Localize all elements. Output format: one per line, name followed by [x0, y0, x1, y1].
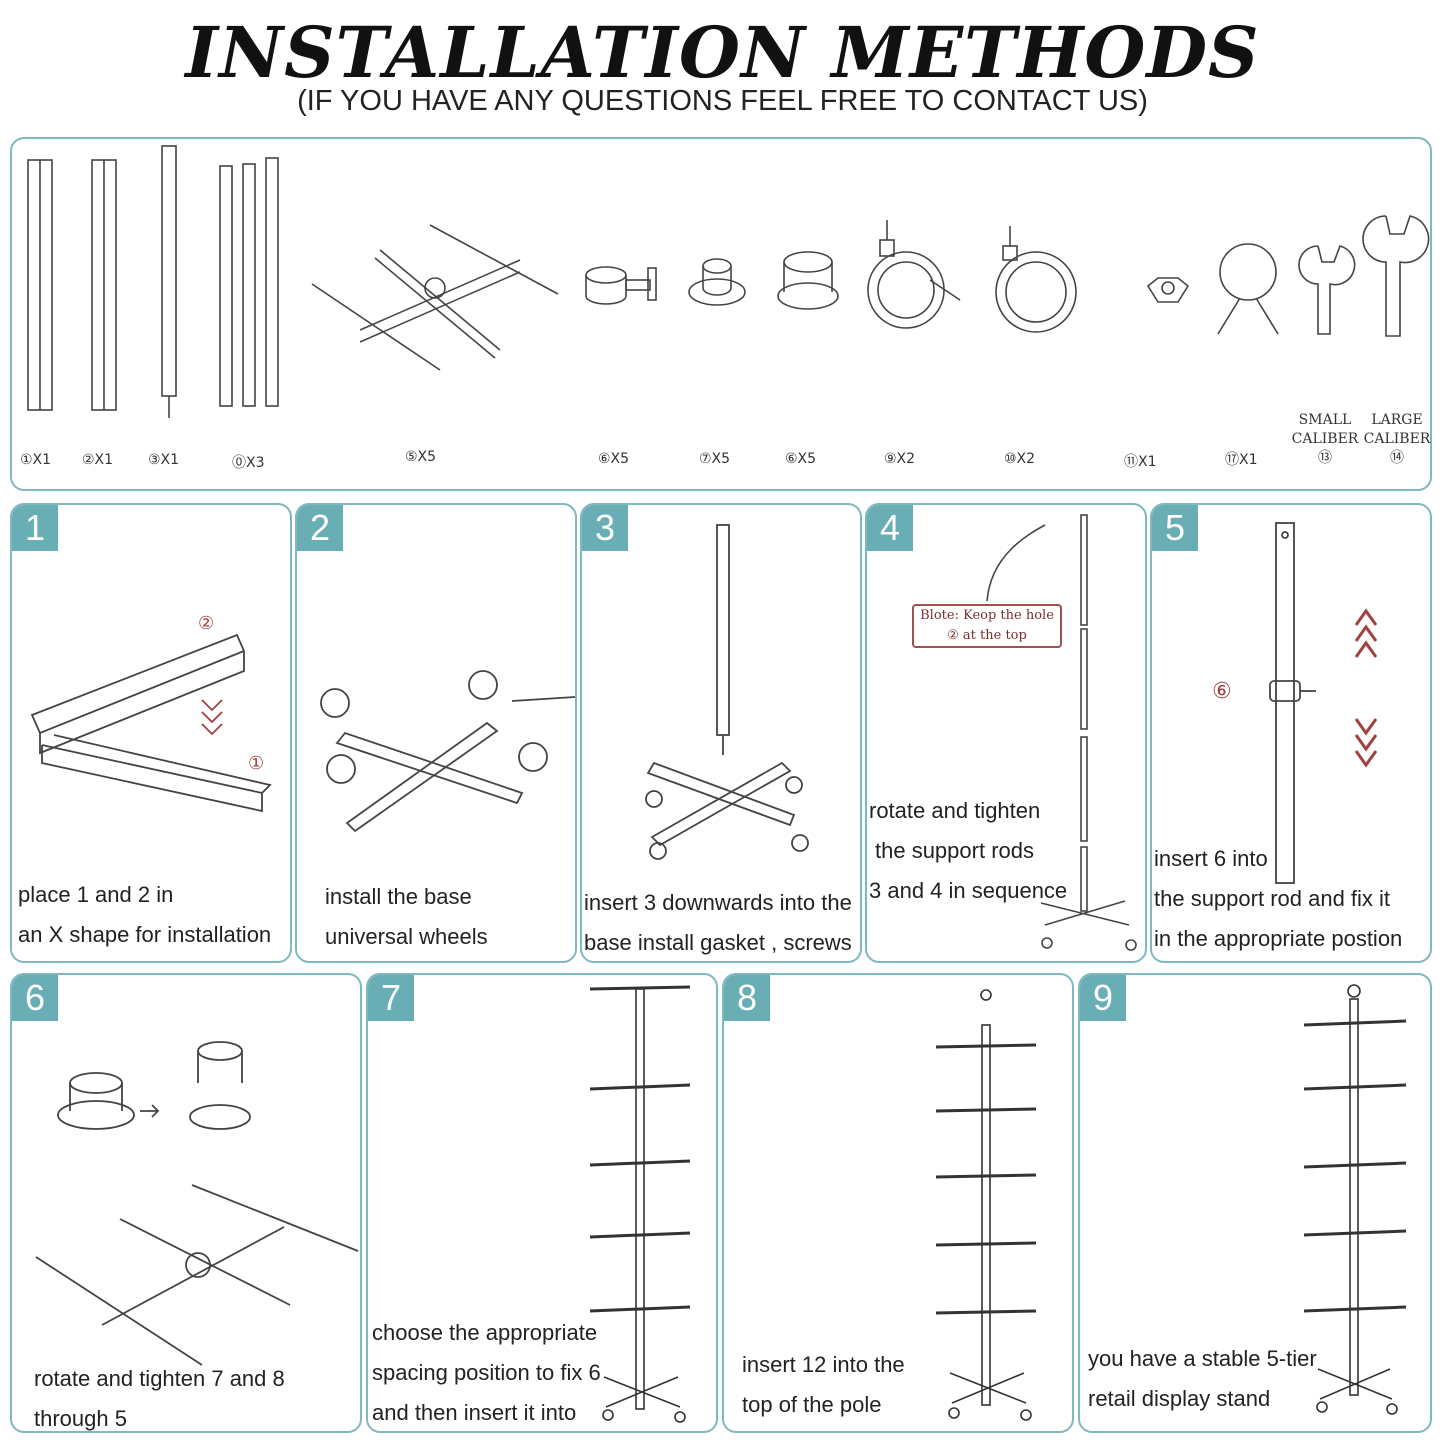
step-number: 9	[1080, 975, 1126, 1021]
page-title: INSTALLATION METHODS	[185, 11, 1260, 94]
part-7-label: ⑦X5	[699, 451, 731, 467]
step-9-illustration	[1303, 984, 1407, 1415]
small-wrench	[1298, 245, 1356, 335]
part-7-gasket	[688, 258, 746, 306]
small-wrench-caption-1: SMALL	[1298, 412, 1352, 428]
step-1-callout-1: ①	[248, 753, 265, 774]
step-3-illustration	[645, 524, 809, 860]
step-6-text-2: through 5	[34, 1406, 127, 1431]
parts-panel	[10, 137, 1432, 491]
step-panel-3: 3 insert 3 downwards into the base insta…	[580, 503, 862, 963]
step-5-text-1: insert 6 into	[1154, 846, 1268, 871]
part-17-ring	[1217, 243, 1279, 335]
step-6-text-1: rotate and tighten 7 and 8	[34, 1366, 285, 1391]
step-4-note: Blote: Keop the hole ② at the top	[912, 604, 1062, 648]
step-panel-4: 4 rotate and tighten the support rods 3 …	[865, 503, 1147, 963]
rod-1	[219, 165, 233, 407]
part-5-label: ⑤X5	[405, 449, 437, 465]
step-8-text-1: insert 12 into the	[742, 1352, 905, 1377]
part-17-label: ⑰X1	[1225, 452, 1258, 468]
part-3-label: ③X1	[148, 452, 180, 468]
step-panel-5: 5 ⑥ insert 6 into the support rod and fi…	[1150, 503, 1432, 963]
step-9-text-2: retail display stand	[1088, 1386, 1271, 1411]
step-3-text-1: insert 3 downwards into the	[584, 890, 852, 915]
part-11-label: ⑪X1	[1124, 454, 1157, 470]
step-7-text-3: and then insert it into	[372, 1400, 577, 1425]
step-number: 2	[297, 505, 343, 551]
step-8-text-2: top of the pole	[742, 1392, 882, 1417]
step-3-text-2: base install gasket , screws	[584, 930, 852, 955]
step-4-text-2: the support rods	[875, 838, 1034, 863]
large-wrench-caption-1: LARGE	[1371, 412, 1423, 428]
small-wrench-caption-2: CALIBER	[1291, 431, 1359, 447]
part-10-label: ⑩X2	[1004, 451, 1036, 467]
step-6-illustration	[35, 1041, 359, 1366]
step-number: 5	[1152, 505, 1198, 551]
step-number: 4	[867, 505, 913, 551]
step-4-note-line-1: Blote: Keop the hole	[920, 608, 1054, 623]
step-5-text-3: in the appropriate postion	[1154, 926, 1403, 951]
step-number: 8	[724, 975, 770, 1021]
part-0-label: ⓪X3	[232, 455, 265, 471]
large-wrench	[1362, 215, 1430, 337]
large-wrench-number: ⑭	[1390, 450, 1404, 466]
part-2-label: ②X1	[82, 452, 114, 468]
part-1-label: ①X1	[20, 452, 52, 468]
part-11-nut	[1146, 277, 1190, 303]
step-number: 7	[368, 975, 414, 1021]
step-number: 6	[12, 975, 58, 1021]
step-5-text-2: the support rod and fix it	[1154, 886, 1391, 911]
step-2-text-2: universal wheels	[325, 924, 488, 949]
step-panel-6: 6 rotate and tighten 7 and 8 through 5	[10, 973, 362, 1433]
rod-2	[242, 163, 256, 407]
large-wrench-caption-2: CALIBER	[1363, 431, 1431, 447]
small-wrench-number: ⑬	[1318, 450, 1332, 466]
page-subtitle: (IF YOU HAVE ANY QUESTIONS FEEL FREE TO …	[297, 85, 1148, 117]
rod-3	[265, 157, 279, 407]
step-4-text-1: rotate and tighten	[869, 798, 1041, 823]
step-7-text-1: choose the appropriate	[372, 1320, 598, 1345]
step-2-text-1: install the base	[325, 884, 472, 909]
step-1-text-2: an X shape for installation	[18, 922, 272, 947]
step-4-note-line-2: ② at the top	[947, 628, 1027, 643]
step-panel-1: 1 ② ① place 1 and 2 in an X shape for in…	[10, 503, 292, 963]
part-9-caster-wheel	[867, 220, 961, 329]
part-6b-label: ⑥X5	[785, 451, 817, 467]
part-6b-bushing	[777, 251, 839, 310]
part-9-label: ⑨X2	[884, 451, 916, 467]
step-8-illustration	[935, 989, 1037, 1421]
large-wrench-caption: LARGE CALIBER ⑭	[1362, 411, 1432, 468]
step-7-illustration	[589, 985, 691, 1423]
step-panel-8: 8 insert 12 into the top of the pole	[722, 973, 1074, 1433]
step-4-illustration	[986, 514, 1137, 951]
step-1-illustration	[30, 633, 272, 813]
step-panel-2: 2 install the base universal wheels	[295, 503, 577, 963]
part-5-rack-arm	[311, 224, 559, 371]
step-7-text-2: spacing position to fix 6	[372, 1360, 601, 1385]
step-1-text-1: place 1 and 2 in	[18, 882, 174, 907]
step-1-callout-2: ②	[198, 613, 215, 634]
step-5-callout: ⑥	[1212, 679, 1232, 704]
step-5-illustration	[1269, 522, 1378, 884]
small-wrench-caption: SMALL CALIBER ⑬	[1290, 411, 1360, 468]
step-number: 1	[12, 505, 58, 551]
step-panel-7: 7 choose the appropriate spacing positio…	[366, 973, 718, 1433]
step-9-text-1: you have a stable 5-tier	[1088, 1346, 1317, 1371]
part-3-pole	[161, 145, 177, 397]
step-number: 3	[582, 505, 628, 551]
part-10-caster-wheel	[995, 226, 1077, 333]
part-6-clamp	[585, 266, 657, 305]
step-4-text-3: 3 and 4 in sequence	[869, 878, 1068, 903]
step-panel-9: 9 you have a stable 5-tier retail displa…	[1078, 973, 1432, 1433]
part-6-label: ⑥X5	[598, 451, 630, 467]
step-2-illustration	[320, 670, 575, 833]
